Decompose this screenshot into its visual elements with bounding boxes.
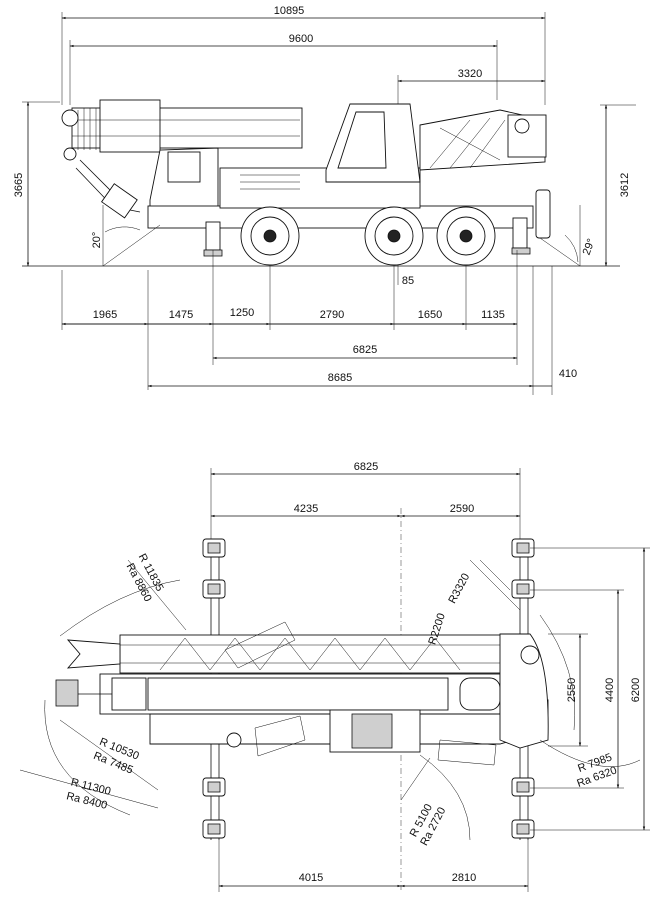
crane-top-silhouette	[55, 621, 549, 766]
top-view-bottom-dims: 4015 2810	[218, 840, 529, 892]
top-view: 6825 4235 2590	[19, 461, 650, 892]
wheels	[240, 206, 496, 266]
dim-front-to-center: 4235	[294, 503, 318, 515]
dim-axle-seg-2: 1250	[230, 307, 254, 319]
dim-outrigger-span: 6825	[354, 461, 378, 473]
dim-ground-clearance: 85	[402, 275, 414, 287]
dim-bottom-front: 4015	[299, 872, 323, 884]
dim-axle-seg-5: 1135	[481, 309, 505, 321]
dim-axle-seg-1: 1475	[169, 309, 193, 321]
dim-body-length: 8685	[328, 372, 352, 384]
dim-height-boom: 3665	[13, 173, 25, 197]
axle-dimensions: 1965 1475 1250 2790 1650 1135 6825 8685 …	[61, 250, 577, 395]
dim-rear-width: 2550	[566, 678, 578, 702]
radius-arcs	[19, 559, 641, 841]
dim-wheelbase-total: 6825	[353, 344, 377, 356]
radius-r4: R3320	[446, 571, 472, 605]
dim-center-to-rear: 2590	[450, 503, 474, 515]
dim-boom-length: 9600	[289, 33, 313, 45]
width-dimensions: 2550 4400 6200	[530, 547, 650, 831]
dim-outrigger-width-mid: 4400	[604, 678, 616, 702]
dim-counterweight-offset: 410	[559, 368, 577, 380]
dim-rear-overhang: 3320	[458, 68, 482, 80]
dim-bottom-rear: 2810	[452, 872, 476, 884]
dim-overall-length: 10895	[274, 5, 305, 17]
dim-axle-seg-4: 1650	[418, 309, 442, 321]
angle-indicators: 20° 29°	[91, 205, 598, 267]
dim-outrigger-width-full: 6200	[630, 678, 642, 702]
dim-height-rear: 3612	[619, 173, 631, 197]
departure-angle: 29°	[581, 237, 598, 257]
dim-axle-seg-3: 2790	[320, 309, 344, 321]
top-dimensions: 10895 9600 3320	[61, 5, 546, 285]
approach-angle: 20°	[91, 232, 103, 249]
side-view: 10895 9600 3320 3665 3612	[13, 5, 636, 395]
height-dimensions: 3665 3612	[13, 101, 636, 267]
crane-side-silhouette	[61, 99, 551, 266]
dim-front-overhang: 1965	[93, 309, 117, 321]
